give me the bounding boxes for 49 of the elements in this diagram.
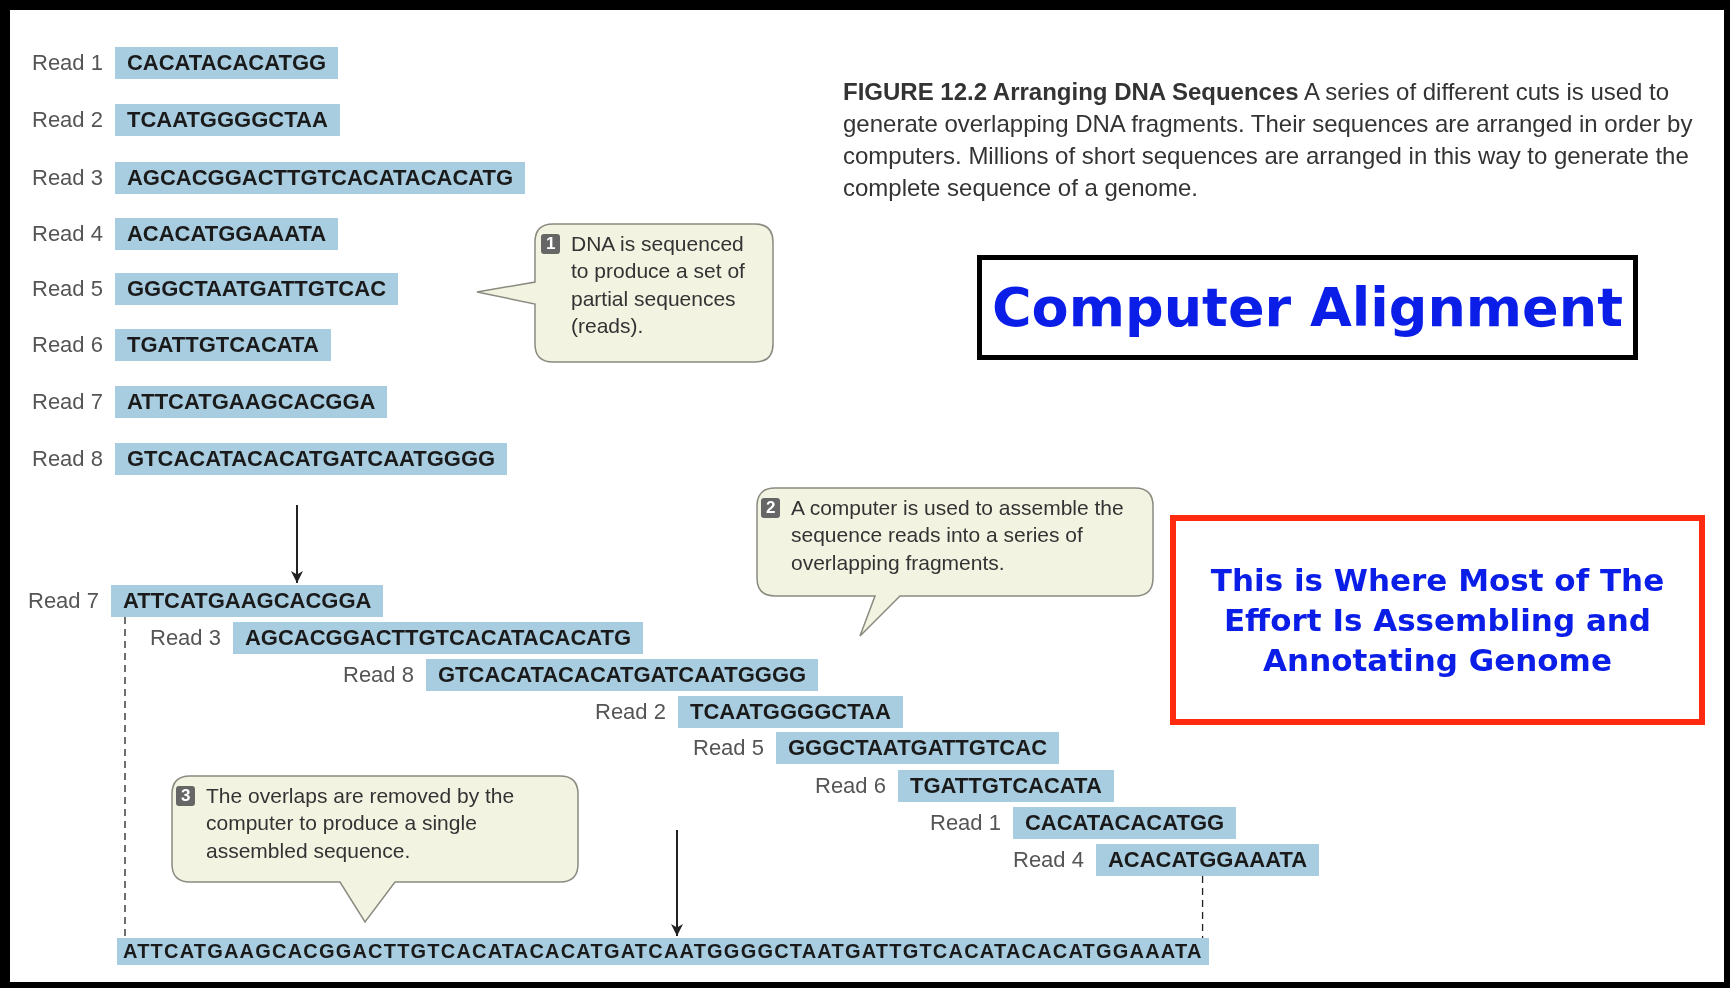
arrow (291, 504, 303, 584)
sequence-bar: ATTCATGAAGCACGGA (110, 585, 384, 617)
sequence-bar: AGCACGGACTTGTCACATACACATG (114, 162, 526, 194)
callout-text: DNA is sequenced to produce a set of partial sequences (reads). (571, 231, 746, 339)
sequence-bar: TCAATGGGGCTAA (114, 104, 340, 136)
callout-text: The overlaps are removed by the computer to produce a single assembled sequence. (206, 783, 516, 864)
step-number: 3 (176, 786, 196, 806)
sequence-bar: TGATTGTCACATA (114, 329, 331, 361)
read-label: Read 5 (693, 735, 764, 761)
sequence-bar: AGCACGGACTTGTCACATACACATG (232, 622, 644, 654)
sequence-bar: CACATACACATGG (114, 47, 339, 79)
sequence-bar: TCAATGGGGCTAA (677, 696, 903, 728)
title-box: Computer Alignment (977, 255, 1638, 360)
read-label: Read 7 (28, 588, 99, 614)
read-label: Read 5 (32, 276, 103, 302)
read-label: Read 2 (595, 699, 666, 725)
read-label: Read 8 (32, 446, 103, 472)
arrow (671, 829, 683, 937)
dashed-line (124, 616, 126, 939)
dashed-line (1201, 875, 1204, 939)
read-label: Read 7 (32, 389, 103, 415)
sequence-bar: GTCACATACACATGATCAATGGGG (114, 443, 508, 475)
sequence-bar: GTCACATACACATGATCAATGGGG (425, 659, 819, 691)
sequence-bar: GGGCTAATGATTGTCAC (114, 273, 399, 305)
sequence-bar: GGGCTAATGATTGTCAC (775, 732, 1060, 764)
read-label: Read 1 (32, 50, 103, 76)
read-label: Read 4 (32, 221, 103, 247)
sequence-bar: ACACATGGAAATA (1095, 844, 1320, 876)
speech-bubble (755, 486, 1155, 638)
read-label: Read 6 (32, 332, 103, 358)
step-number: 1 (541, 234, 561, 254)
assembled-sequence-bar: ATTCATGAAGCACGGACTTGTCACATACACATGATCAATGGGGCTAATGATTGTCACATACACATGGAAATA (117, 938, 1209, 965)
read-label: Read 2 (32, 107, 103, 133)
sequence-bar: TGATTGTCACATA (897, 770, 1114, 802)
read-label: Read 8 (343, 662, 414, 688)
note-box: This is Where Most of The Effort Is Assembling and Annotating Genome (1170, 515, 1705, 725)
speech-bubble (170, 774, 580, 924)
read-label: Read 3 (150, 625, 221, 651)
figure-caption: FIGURE 12.2 Arranging DNA Sequences A series of different cuts is used to generate overlapping DNA fragments. Their sequences are arranged in order by computers. Millions of short sequences are arranged in this way to generate the complete sequence of a genome. (843, 77, 1694, 203)
read-label: Read 6 (815, 773, 886, 799)
step-number: 2 (761, 498, 781, 518)
speech-bubble (475, 222, 775, 364)
sequence-bar: CACATACACATGG (1012, 807, 1237, 839)
read-label: Read 1 (930, 810, 1001, 836)
sequence-bar: ATTCATGAAGCACGGA (114, 386, 388, 418)
sequence-bar: ACACATGGAAATA (114, 218, 339, 250)
callout-text: A computer is used to assemble the sequence reads into a series of overlapping fragments. (791, 495, 1125, 576)
read-label: Read 3 (32, 165, 103, 191)
read-label: Read 4 (1013, 847, 1084, 873)
